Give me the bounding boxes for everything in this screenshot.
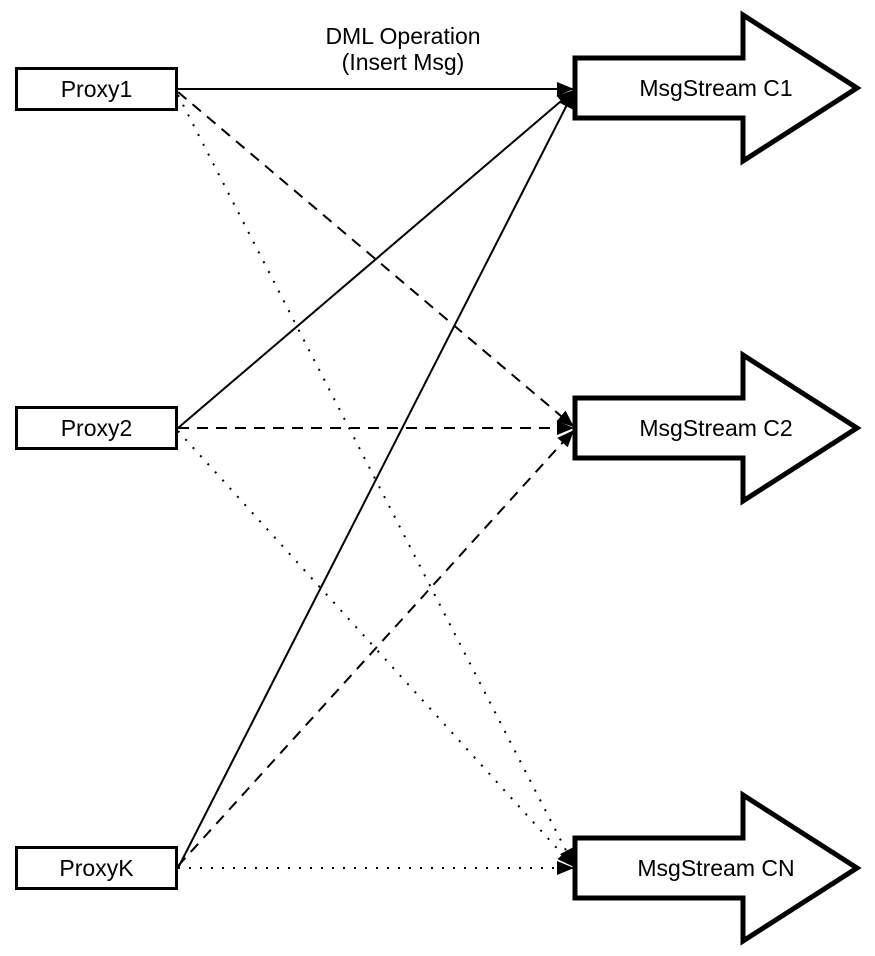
msgstream-c2-arrow-shape — [572, 350, 862, 506]
proxyk-node: ProxyK — [15, 846, 178, 890]
edge-annotation: DML Operation (Insert Msg) — [283, 23, 523, 75]
proxy1-label: Proxy1 — [60, 76, 133, 102]
edge-annotation-line2: (Insert Msg) — [341, 49, 465, 75]
proxy1-node: Proxy1 — [15, 67, 178, 111]
edge-proxyk-msgstream-c2 — [177, 429, 575, 867]
edge-proxy2-msgstream-c1 — [177, 89, 575, 429]
edge-proxy1-msgstream-cn — [177, 94, 575, 867]
msgstream-c1-arrow-shape — [572, 10, 862, 166]
proxy2-label: Proxy2 — [60, 415, 133, 441]
proxy2-node: Proxy2 — [15, 406, 178, 450]
edge-proxy1-msgstream-c2 — [177, 91, 575, 428]
proxyk-label: ProxyK — [59, 855, 134, 881]
edge-proxyk-msgstream-c1 — [177, 90, 575, 869]
edge-annotation-line1: DML Operation — [325, 23, 481, 49]
msgstream-cn-arrow-shape — [572, 790, 862, 946]
